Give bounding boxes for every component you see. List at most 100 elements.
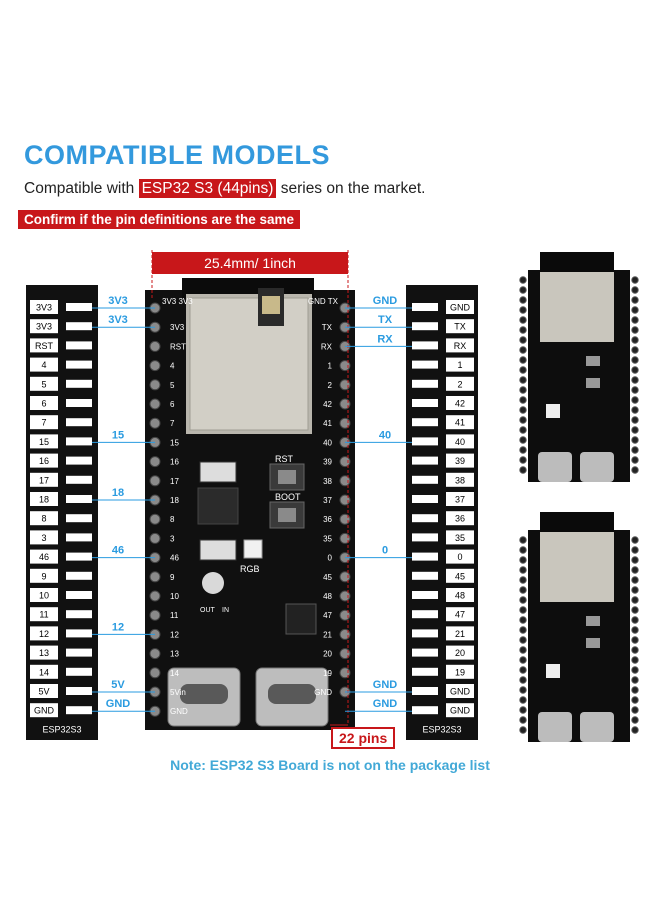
right-strip-label: 2 xyxy=(457,379,462,389)
board-label-out: OUT xyxy=(200,607,216,614)
board-pin-hole xyxy=(149,648,161,660)
capacitor-1 xyxy=(199,461,237,483)
left-strip-label-box xyxy=(30,626,58,641)
board-pin-hole xyxy=(149,417,161,429)
right-strip-label: GND xyxy=(450,706,471,716)
right-strip-pin-pad xyxy=(412,648,438,657)
thumb-pin xyxy=(519,326,527,334)
board-pin-label: 41 xyxy=(323,419,332,428)
board-pin-label: 2 xyxy=(328,381,333,390)
right-strip-label-box xyxy=(446,530,474,545)
left-strip-pin-pad xyxy=(66,667,92,676)
right-strip-pin-pad xyxy=(412,379,438,388)
left-strip-pin-pad xyxy=(66,514,92,523)
right-strip-label: 40 xyxy=(455,437,465,447)
right-strip-pin-pad xyxy=(412,303,438,311)
thumb-pin xyxy=(519,706,527,714)
thumb-top-usb-1 xyxy=(538,452,572,482)
board-pin-hole xyxy=(149,590,161,602)
left-strip-label-box xyxy=(30,434,58,449)
thumb-pin xyxy=(519,446,527,454)
right-strip-label-box xyxy=(446,645,474,660)
thumb-pin xyxy=(631,546,639,554)
right-strip-label-box xyxy=(446,472,474,487)
thumb-pin xyxy=(631,696,639,704)
thumb-pin xyxy=(631,276,639,284)
left-strip-label-box xyxy=(30,376,58,391)
thumb-bottom-usb-1 xyxy=(538,712,572,742)
left-strip-label: 5V xyxy=(38,687,49,697)
thumb-pin xyxy=(631,436,639,444)
right-strip-label-box xyxy=(446,300,474,314)
thumb-pin xyxy=(631,296,639,304)
right-strip-label: 39 xyxy=(455,456,465,466)
antenna-pad xyxy=(262,296,280,314)
right-strip-label: RX xyxy=(454,341,467,351)
thumb-pin xyxy=(519,366,527,374)
board-pin-label: 6 xyxy=(170,400,175,409)
board-pin-label: 17 xyxy=(170,477,179,486)
right-strip-pin-pad xyxy=(412,571,438,580)
left-strip-label: RST xyxy=(35,341,54,351)
thumb-pin xyxy=(631,556,639,564)
right-strip-label: 37 xyxy=(455,495,465,505)
board-pin-label: 10 xyxy=(170,592,179,601)
thumb-pin xyxy=(519,436,527,444)
thumb-pin xyxy=(519,576,527,584)
right-callout-label: GND xyxy=(373,295,398,307)
left-strip-label-box xyxy=(30,396,58,410)
board-pin-label: 5 xyxy=(170,381,175,390)
thumb-pin xyxy=(631,566,639,574)
right-strip-label-box xyxy=(446,626,474,641)
right-callout-label: GND xyxy=(373,679,398,691)
right-strip-pin-pad xyxy=(412,437,438,446)
thumb-pin xyxy=(631,416,639,424)
left-strip-label: 17 xyxy=(39,475,49,485)
board-pin-label: 40 xyxy=(323,438,332,447)
thumb-pin xyxy=(519,386,527,394)
right-strip-pin-pad xyxy=(412,629,438,638)
left-callout-label: 3V3 xyxy=(108,295,128,307)
right-strip-pin-pad xyxy=(412,456,438,465)
right-strip-pin-pad xyxy=(412,706,438,715)
board-pin-label: 4 xyxy=(170,362,175,371)
thumb-pin xyxy=(519,656,527,664)
thumb-pin xyxy=(519,546,527,554)
left-strip-pin-pad xyxy=(66,418,92,427)
thumb-pin xyxy=(631,706,639,714)
left-strip-pin-pad xyxy=(66,533,92,542)
right-strip-pin-pad xyxy=(412,514,438,523)
thumb-bottom-usb-2 xyxy=(580,712,614,742)
thumb-pin xyxy=(631,406,639,414)
right-strip-label: 47 xyxy=(455,610,465,620)
thumb-pin xyxy=(631,586,639,594)
subtitle-highlight: ESP32 S3 (44pins) xyxy=(138,179,277,198)
wifi-module-can xyxy=(189,297,309,431)
left-strip-label: GND xyxy=(34,706,55,716)
left-strip-label: 3 xyxy=(41,533,46,543)
right-strip-pin-pad xyxy=(412,495,438,503)
right-strip-pin-pad xyxy=(412,341,438,350)
thumb-top-module xyxy=(540,272,614,342)
left-strip-label: 11 xyxy=(39,610,48,620)
left-strip-label-box xyxy=(30,684,58,698)
package-note: Note: ESP32 S3 Board is not on the packa… xyxy=(170,757,490,773)
pin-count-label: 22 pins xyxy=(331,727,396,749)
thumbnail-board-top xyxy=(519,252,639,482)
left-strip-label-box xyxy=(30,607,58,622)
board-pin-label: 0 xyxy=(328,554,333,563)
board-pin-label: RST xyxy=(170,342,186,351)
right-callout-label: TX xyxy=(378,314,393,326)
right-strip-label: TX xyxy=(454,322,466,332)
right-strip-pin-pad xyxy=(412,552,438,561)
left-strip-label-box xyxy=(30,357,58,372)
thumb-pin xyxy=(519,356,527,364)
thumb-top-button-2 xyxy=(586,378,600,388)
board-pin-label: 19 xyxy=(323,669,332,678)
thumb-pin xyxy=(519,726,527,734)
board-pin-hole xyxy=(339,360,351,372)
right-strip-pin-pad xyxy=(412,399,438,407)
board-label-in: IN xyxy=(222,607,229,614)
right-strip-pin-pad xyxy=(412,591,438,599)
right-strip-label-box xyxy=(446,396,474,410)
